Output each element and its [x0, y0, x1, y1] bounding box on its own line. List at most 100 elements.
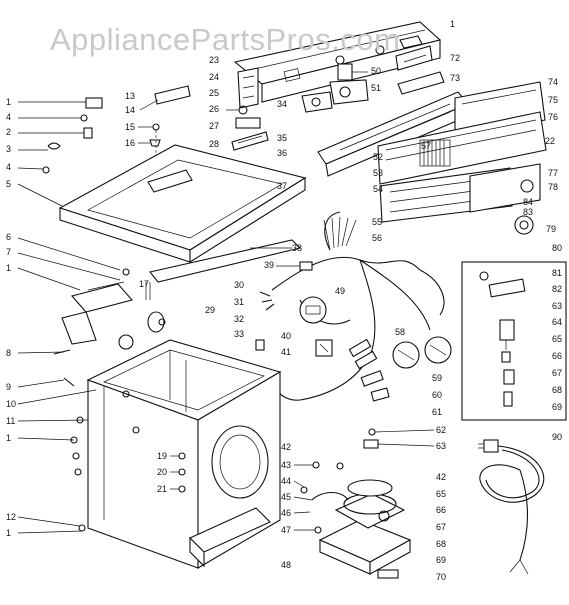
callout-c32: 32	[234, 314, 244, 324]
connector-61	[370, 387, 390, 402]
part-17	[145, 282, 151, 300]
callout-c1c: 1	[6, 263, 11, 273]
callout-c49: 49	[335, 286, 345, 296]
callout-c75: 75	[548, 95, 558, 105]
callout-c31: 31	[234, 297, 244, 307]
screws-19-21	[170, 452, 186, 493]
callout-c22: 22	[545, 136, 555, 146]
callout-c70: 70	[436, 572, 446, 582]
detail-circle-58b	[424, 336, 452, 364]
knob-79	[514, 215, 534, 235]
callout-c51: 51	[371, 83, 381, 93]
callout-c7: 7	[6, 247, 11, 257]
console-panel-52	[317, 91, 469, 177]
grille-57	[419, 139, 451, 167]
clamps-43-47	[293, 461, 349, 534]
detail-circle-49	[299, 296, 327, 324]
cabinet-11	[86, 339, 282, 569]
part-4b	[17, 166, 50, 174]
control-knob-50	[337, 63, 368, 81]
callout-c10: 10	[6, 399, 16, 409]
callout-c68a: 68	[552, 385, 562, 395]
callout-c43: 43	[281, 460, 291, 470]
callout-c4b: 4	[6, 162, 11, 172]
callout-c27: 27	[209, 121, 219, 131]
callout-c52: 52	[373, 152, 383, 162]
callout-c2: 2	[6, 127, 11, 137]
callout-c65b: 65	[436, 489, 446, 499]
callout-c1a: 1	[6, 97, 11, 107]
callout-c54: 54	[373, 184, 383, 194]
callout-c56: 56	[372, 233, 382, 243]
callout-c37: 37	[277, 181, 287, 191]
connector-59	[348, 338, 378, 370]
callout-c67a: 67	[552, 368, 562, 378]
access-panel-48	[189, 507, 271, 568]
part-1c	[17, 267, 81, 291]
callout-c36: 36	[277, 148, 287, 158]
callout-c58: 58	[395, 327, 405, 337]
callout-c1e: 1	[6, 528, 11, 538]
callout-c1d: 1	[6, 433, 11, 443]
callout-c39: 39	[264, 260, 274, 270]
callout-c77: 77	[548, 168, 558, 178]
callout-c47: 47	[281, 525, 291, 535]
callout-c67b: 67	[436, 522, 446, 532]
callout-c35: 35	[277, 133, 287, 143]
part-62-63	[363, 428, 435, 449]
callout-c79: 79	[546, 224, 556, 234]
callout-c82: 82	[552, 284, 562, 294]
callout-c44: 44	[281, 476, 291, 486]
callout-c81: 81	[552, 268, 562, 278]
callout-c26: 26	[209, 104, 219, 114]
callout-c61: 61	[432, 407, 442, 417]
callout-c73: 73	[450, 73, 460, 83]
panel-front-77	[469, 163, 541, 213]
callout-c15: 15	[125, 122, 135, 132]
callout-c21: 21	[157, 484, 167, 494]
callout-c20: 20	[157, 467, 167, 477]
callout-c11: 11	[6, 416, 15, 426]
callout-c25: 25	[209, 88, 219, 98]
part-33	[255, 339, 265, 351]
part-2	[18, 127, 93, 139]
detail-circle-58a	[392, 341, 420, 369]
callout-c72: 72	[450, 53, 460, 63]
callout-c76: 76	[548, 112, 558, 122]
callout-c63b: 63	[436, 441, 446, 451]
part-7	[17, 252, 121, 281]
callout-c45: 45	[281, 492, 291, 502]
callout-c41: 41	[281, 347, 291, 357]
callout-c23: 23	[209, 55, 219, 65]
callout-c42b: 42	[436, 472, 446, 482]
callout-c66a: 66	[552, 351, 562, 361]
part-1-hinge	[18, 97, 103, 109]
callout-c42a: 42	[281, 442, 291, 452]
callout-c3: 3	[6, 144, 11, 154]
callout-c48: 48	[281, 560, 291, 570]
inset-box	[461, 261, 567, 421]
wire-harness-56	[259, 211, 445, 401]
callout-c74: 74	[548, 77, 558, 87]
part-8-10	[17, 349, 97, 441]
callout-c57: 57	[421, 141, 431, 151]
dispenser-bracket	[61, 281, 165, 350]
bracket-72	[395, 45, 433, 71]
callout-c59: 59	[432, 373, 442, 383]
callout-c50: 50	[371, 66, 381, 76]
screws-left	[17, 416, 86, 534]
callout-c69a: 69	[552, 402, 562, 412]
part-15	[138, 123, 160, 131]
clip-70	[377, 569, 399, 579]
callout-c38: 38	[292, 243, 302, 253]
bracket-73	[397, 71, 445, 95]
callout-c14: 14	[125, 105, 135, 115]
bracket-24	[237, 67, 259, 109]
callout-c30: 30	[234, 280, 244, 290]
callout-c55: 55	[372, 217, 382, 227]
connector-60	[360, 370, 384, 387]
callout-c16: 16	[125, 138, 135, 148]
callout-c69b: 69	[436, 555, 446, 565]
